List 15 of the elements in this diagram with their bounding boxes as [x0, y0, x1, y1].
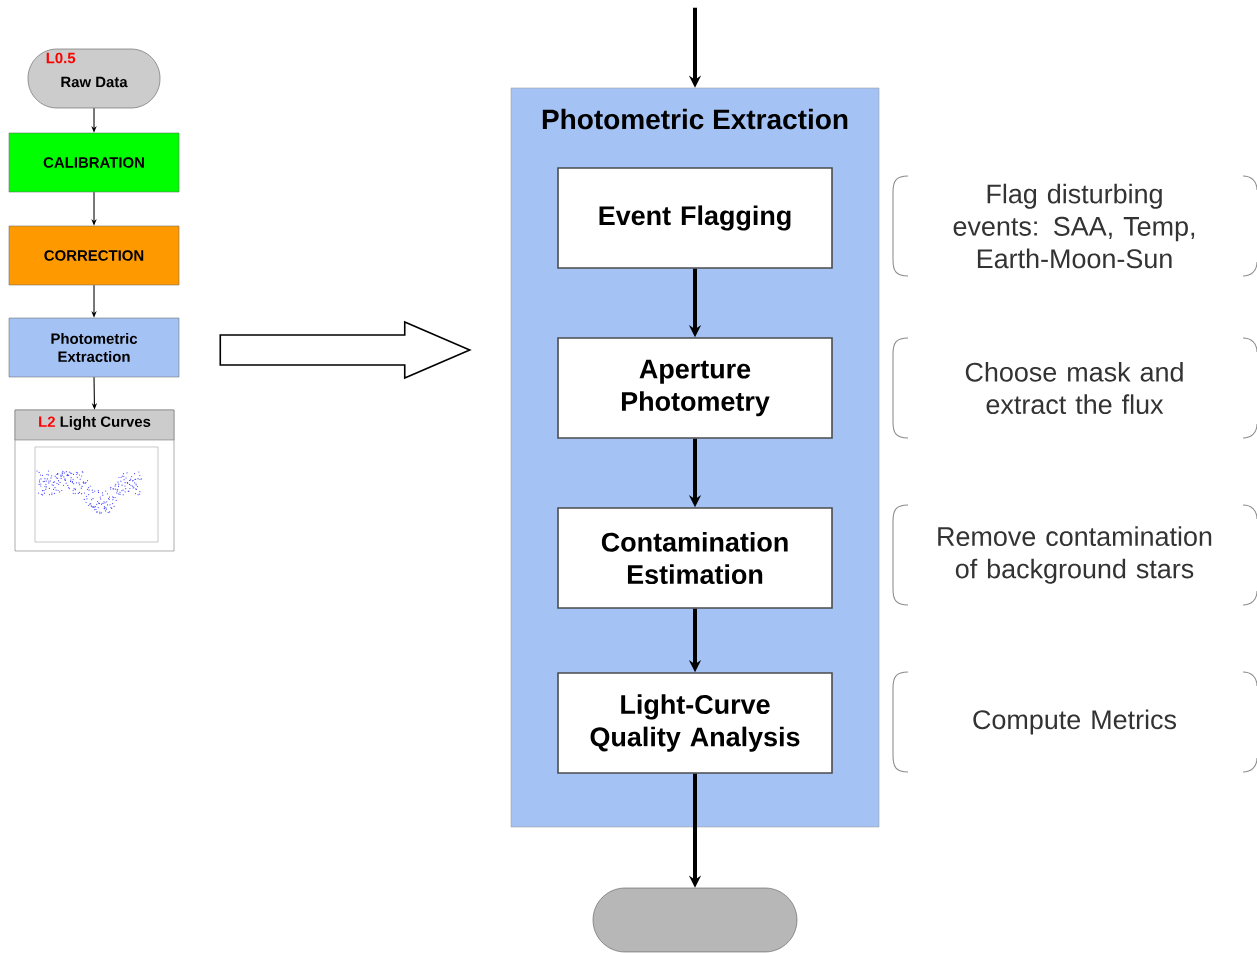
- bracket-note: Compute Metrics: [892, 671, 1257, 773]
- process-box: Event Flagging: [557, 167, 833, 269]
- output-box: L2 Light Curves: [14, 409, 175, 552]
- process-box: Contamination Estimation: [557, 507, 833, 609]
- bracket-note: Choose mask and extract the flux: [892, 337, 1257, 439]
- process-box: Aperture Photometry: [557, 337, 833, 439]
- process-box: Light-Curve Quality Analysis: [557, 672, 833, 774]
- bracket-note: Remove contamination of background stars: [892, 504, 1257, 606]
- terminal-pill: L0.5 Raw Data: [27, 48, 161, 109]
- bracket-note: Flag disturbing events: SAA, Temp, Earth-Moon-Sun: [892, 175, 1257, 277]
- process-box: CORRECTION: [8, 225, 180, 286]
- terminal-pill: [592, 887, 798, 953]
- process-box: CALIBRATION: [8, 132, 180, 193]
- block-arrow: [219, 320, 472, 380]
- process-box: Photometric Extraction: [8, 317, 180, 378]
